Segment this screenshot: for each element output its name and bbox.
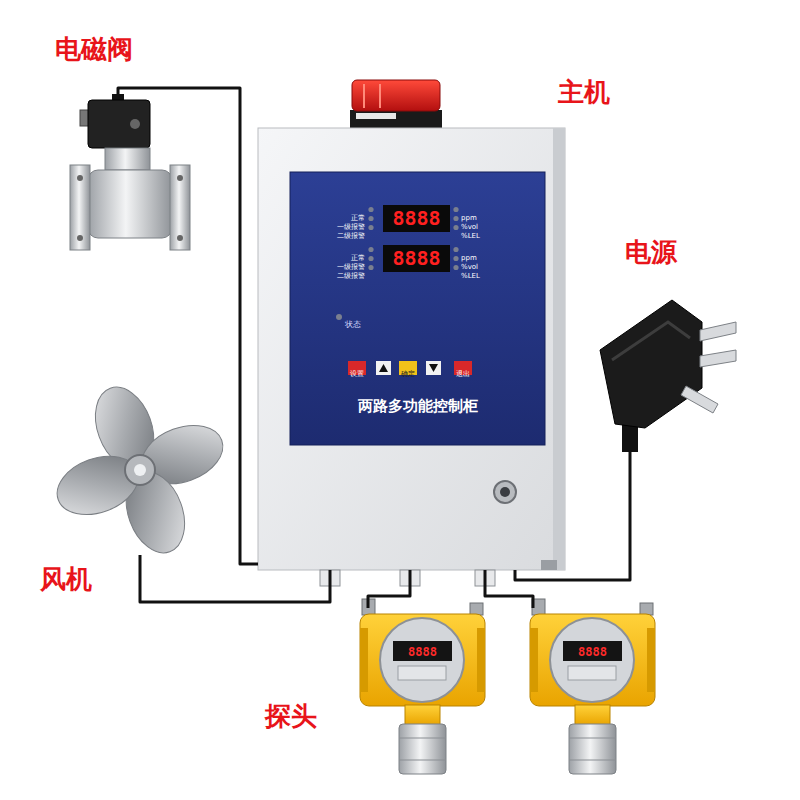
text-slot: 正常 — [334, 205, 365, 224]
callout-label: 探头 — [265, 700, 317, 732]
text-slot: 电源 — [625, 236, 677, 268]
power-plug — [600, 300, 736, 452]
text-slot: 两路多功能控制柜 — [290, 396, 545, 416]
text-slot: 8888 — [393, 641, 452, 662]
unit-label: %LEL — [461, 232, 480, 241]
text-slot: 电磁阀 — [55, 33, 133, 65]
text-slot: 一级报警 — [334, 214, 365, 233]
gas-probe — [530, 599, 655, 774]
callout-label: 电磁阀 — [55, 33, 133, 65]
controller-node: 主机两路多功能控制柜 — [258, 128, 565, 570]
valve-node: 电磁阀 — [70, 95, 190, 250]
text-slot: 二级报警 — [334, 223, 365, 242]
text-slot: %LEL — [461, 223, 480, 242]
probe-display: 8888 — [408, 642, 437, 662]
wire — [140, 555, 330, 602]
indicator-label: 二级报警 — [337, 232, 365, 241]
text-slot: 确定 — [399, 361, 417, 381]
panel-node: 两路多功能控制柜 — [290, 172, 545, 445]
wire — [515, 450, 630, 580]
button-label: 退出 — [456, 367, 470, 381]
display-digits: 8888 — [392, 205, 440, 232]
indicator-label: 二级报警 — [337, 272, 365, 281]
panel-title: 两路多功能控制柜 — [358, 396, 478, 416]
text-slot: %vol — [461, 254, 478, 273]
text-slot: 8888 — [563, 641, 622, 662]
text-slot: 二级报警 — [334, 263, 365, 282]
gas-probe — [360, 599, 485, 774]
solenoid-valve — [70, 94, 190, 250]
text-slot: %vol — [461, 214, 478, 233]
text-slot: ppm — [461, 245, 477, 264]
button-label: 设置 — [350, 367, 364, 381]
text-slot: 退出 — [454, 361, 472, 381]
power-node: 电源 — [595, 290, 735, 450]
text-slot: 设置 — [348, 361, 366, 381]
text-slot: 一级报警 — [334, 254, 365, 273]
indicator-label: 一级报警 — [337, 263, 365, 272]
text-slot: 8888 — [383, 245, 450, 272]
fan-icon — [49, 379, 231, 561]
probe-display: 8888 — [578, 642, 607, 662]
wire — [118, 88, 258, 564]
text-slot: 8888 — [383, 205, 450, 232]
unit-label: %LEL — [461, 272, 480, 281]
indicator-label: 一级报警 — [337, 223, 365, 232]
text-slot: %LEL — [461, 263, 480, 282]
wire — [368, 570, 410, 608]
wire — [485, 570, 533, 608]
controller-housing — [258, 80, 565, 586]
indicator-label: 正常 — [351, 214, 365, 223]
text-slot: 探头 — [265, 700, 317, 732]
callout-label: 风机 — [40, 563, 92, 595]
probe-node: 8888 — [525, 608, 660, 778]
button-label: 确定 — [401, 367, 415, 381]
text-slot: 状态 — [345, 312, 361, 331]
callout-label: 电源 — [625, 236, 677, 268]
indicator-label: 正常 — [351, 254, 365, 263]
callout-label: 主机 — [558, 76, 610, 108]
unit-label: %vol — [461, 223, 478, 232]
unit-label: ppm — [461, 214, 477, 223]
text-slot: 正常 — [334, 245, 365, 264]
probe-node: 探头8888 — [355, 608, 490, 778]
fan-node: 风机 — [60, 390, 225, 555]
display-digits: 8888 — [392, 245, 440, 272]
text-slot: 风机 — [40, 563, 92, 595]
unit-label: ppm — [461, 254, 477, 263]
text-slot: 主机 — [558, 76, 610, 108]
text-slot: ppm — [461, 205, 477, 224]
status-label: 状态 — [345, 320, 361, 330]
unit-label: %vol — [461, 263, 478, 272]
